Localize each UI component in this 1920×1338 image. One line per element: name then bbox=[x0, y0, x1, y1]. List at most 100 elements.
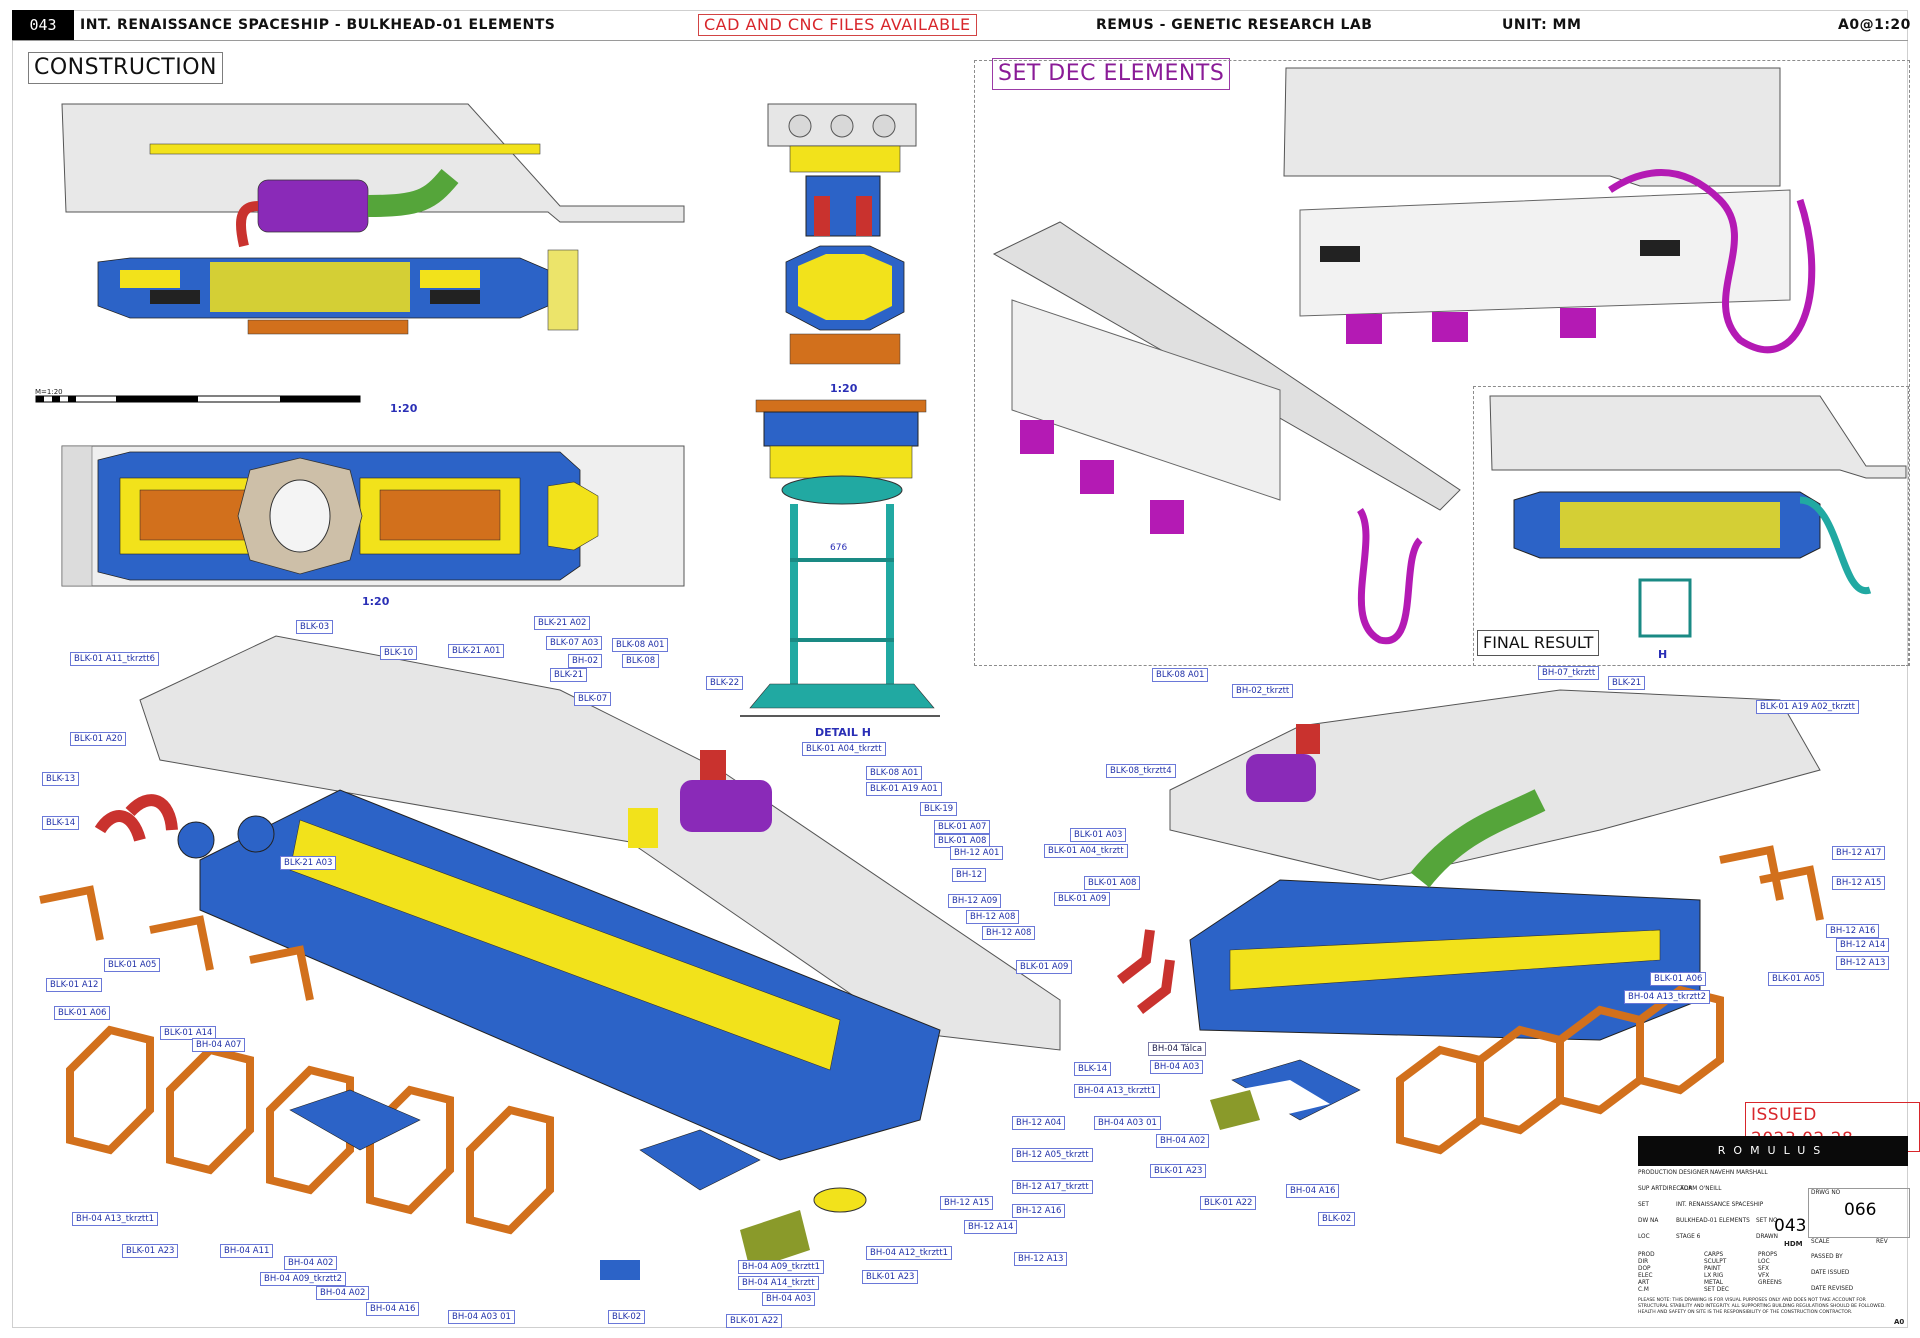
dept-prod: PROD bbox=[1638, 1252, 1655, 1258]
callout-blk-14: BLK-14 bbox=[42, 816, 80, 830]
callout-bh-04-a12-tkrztt1: BH-04 A12_tkrztt1 bbox=[866, 1246, 952, 1260]
dept-metal: METAL bbox=[1704, 1280, 1723, 1286]
callout-bh-12-a01: BH-12 A01 bbox=[950, 846, 1004, 860]
callout-r-blk-01-a08: BLK-01 A08 bbox=[1084, 876, 1141, 890]
title-block: ROMULUS PRODUCTION DESIGNER NAVEHN MARSH… bbox=[1636, 1136, 1910, 1330]
callout-r-bh-12-a16: BH-12 A16 bbox=[1826, 924, 1880, 938]
dept-cm: C.M bbox=[1638, 1287, 1649, 1293]
construction-label: CONSTRUCTION bbox=[28, 52, 223, 84]
callout-blk-22: BLK-22 bbox=[706, 676, 744, 690]
callout-r-blk-01-a03: BLK-01 A03 bbox=[1070, 828, 1127, 842]
set-dec-label: SET DEC ELEMENTS bbox=[992, 58, 1231, 90]
callout-r-bh-02-tkrztt: BH-02_tkrztt bbox=[1232, 684, 1294, 698]
callout-bh-12-a08: BH-12 A08 bbox=[966, 910, 1020, 924]
drawn-label: DRAWN bbox=[1756, 1234, 1778, 1240]
callout-blk-13: BLK-13 bbox=[42, 772, 80, 786]
callout-bh-12-a09: BH-12 A09 bbox=[948, 894, 1002, 908]
dept-greens: GREENS bbox=[1758, 1280, 1782, 1286]
sheet-size: A0 bbox=[1894, 1318, 1905, 1326]
dept-sfx: SFX bbox=[1758, 1266, 1769, 1272]
dimension-676: 676 bbox=[830, 543, 848, 553]
callout-r-blk-01-a23: BLK-01 A23 bbox=[1150, 1164, 1207, 1178]
loc-label: LOC bbox=[1638, 1234, 1650, 1240]
callout-r-bh-04-a16: BH-04 A16 bbox=[1286, 1184, 1340, 1198]
loc-value: STAGE 6 bbox=[1676, 1234, 1701, 1240]
callout-blk-02: BLK-02 bbox=[608, 1310, 646, 1324]
callout-blk-21-a01: BLK-21 A01 bbox=[448, 644, 505, 658]
art-director-label: SUP ARTDIRECTOR bbox=[1638, 1186, 1693, 1192]
dept-lx-rig: LX RIG bbox=[1704, 1273, 1724, 1279]
callout-blk-01-a04-tkrztt: BLK-01 A04_tkrztt bbox=[802, 742, 886, 756]
callout-bh-02: BH-02 bbox=[568, 654, 603, 668]
callout-blk-19: BLK-19 bbox=[920, 802, 958, 816]
callout-blk-07-a03: BLK-07 A03 bbox=[546, 636, 603, 650]
callout-bh-12-a13: BH-12 A13 bbox=[1014, 1252, 1068, 1266]
dept-props: PROPS bbox=[1758, 1252, 1778, 1258]
callout-r-blk-01-a19-a02-tkrztt: BLK-01 A19 A02_tkrztt bbox=[1756, 700, 1859, 714]
callout-bh-04-a13-tkrztt1: BH-04 A13_tkrztt1 bbox=[72, 1212, 158, 1226]
section-marker-h: H bbox=[1658, 648, 1668, 661]
final-result-view bbox=[1489, 395, 1907, 638]
right-exploded-view bbox=[1116, 689, 1824, 1155]
callout-r-blk-01-a06: BLK-01 A06 bbox=[1650, 972, 1707, 986]
dept-loc: LOC bbox=[1758, 1259, 1770, 1265]
drawing-number-box bbox=[1808, 1188, 1910, 1238]
drawing-number-value: 066 bbox=[1844, 1200, 1877, 1220]
callout-r-bh-12-a13: BH-12 A13 bbox=[1836, 956, 1890, 970]
side-elevation-view bbox=[740, 103, 940, 717]
rev-label: REV bbox=[1876, 1239, 1888, 1245]
callout-bh-12-a16: BH-12 A16 bbox=[1012, 1204, 1066, 1218]
callout-blk-01-a20: BLK-01 A20 bbox=[70, 732, 127, 746]
dept-art: ART bbox=[1638, 1280, 1650, 1286]
lab-name: REMUS - GENETIC RESEARCH LAB bbox=[1096, 17, 1373, 33]
callout-r-bh-12-a17: BH-12 A17 bbox=[1832, 846, 1886, 860]
callout-bh-04-a14-tkrztt: BH-04 A14_tkrztt bbox=[738, 1276, 819, 1290]
callout-bh-12-a04: BH-12 A04 bbox=[1012, 1116, 1066, 1130]
scale-bar bbox=[35, 395, 361, 403]
scale-side-elevation: 1:20 bbox=[830, 382, 858, 395]
dept-sculpt: SCULPT bbox=[1704, 1259, 1727, 1265]
callout-r-bh-04-a02: BH-04 A02 bbox=[1156, 1134, 1210, 1148]
callout-bh-04-a02: BH-04 A02 bbox=[284, 1256, 338, 1270]
dept-carps: CARPS bbox=[1704, 1252, 1724, 1258]
title-strip: 043 INT. RENAISSANCE SPACESHIP - BULKHEA… bbox=[12, 10, 1910, 41]
callout-blk-08-a01-b: BLK-08 A01 bbox=[866, 766, 923, 780]
callout-bh-12: BH-12 bbox=[952, 868, 987, 882]
callout-blk-01-a23-b: BLK-01 A23 bbox=[862, 1270, 919, 1284]
callout-r-bh-04-a13-tkrztt2: BH-04 A13_tkrztt2 bbox=[1624, 990, 1710, 1004]
callout-bh-04-a02-b: BH-04 A02 bbox=[316, 1286, 370, 1300]
callout-blk-01-a14: BLK-01 A14 bbox=[160, 1026, 217, 1040]
detail-h-label: DETAIL H bbox=[815, 726, 871, 739]
drawing-name-label: DW NA bbox=[1638, 1218, 1659, 1224]
callout-r-bh-04-talca: BH-04 Tálca bbox=[1148, 1042, 1207, 1056]
scale-front-elevation: 1:20 bbox=[390, 402, 418, 415]
callout-blk-01-a11-tkrztt6: BLK-01 A11_tkrztt6 bbox=[70, 652, 159, 666]
disclaimer-text: PLEASE NOTE: THIS DRAWING IS FOR VISUAL … bbox=[1638, 1298, 1886, 1315]
set-label: SET bbox=[1638, 1202, 1649, 1208]
front-elevation-view bbox=[61, 103, 685, 335]
scale-label: SCALE bbox=[1811, 1239, 1830, 1245]
date-issued-label: DATE ISSUED bbox=[1811, 1270, 1850, 1276]
callout-bh-04-a07: BH-04 A07 bbox=[192, 1038, 246, 1052]
dept-paint: PAINT bbox=[1704, 1266, 1721, 1272]
callout-r-bh-12-a15: BH-12 A15 bbox=[1832, 876, 1886, 890]
final-result-frame bbox=[1473, 386, 1909, 666]
callout-blk-03: BLK-03 bbox=[296, 620, 334, 634]
callout-blk-21-a03: BLK-21 A03 bbox=[280, 856, 337, 870]
production-designer-label: PRODUCTION DESIGNER bbox=[1638, 1170, 1709, 1176]
callout-r-blk-01-a04-tkrztt: BLK-01 A04_tkrztt bbox=[1044, 844, 1128, 858]
callout-r-blk-01-a05: BLK-01 A05 bbox=[1768, 972, 1825, 986]
callout-bh-04-a09-tkrztt1: BH-04 A09_tkrztt1 bbox=[738, 1260, 824, 1274]
callout-r-blk-14: BLK-14 bbox=[1074, 1062, 1112, 1076]
callout-bh-12-a15: BH-12 A15 bbox=[940, 1196, 994, 1210]
set-dec-iso-view bbox=[992, 67, 1816, 645]
dept-elec: ELEC bbox=[1638, 1273, 1653, 1279]
callout-blk-01-a23: BLK-01 A23 bbox=[122, 1244, 179, 1258]
sheet-number: 043 bbox=[12, 10, 74, 40]
unit-label: UNIT: MM bbox=[1502, 17, 1582, 33]
callout-blk-07: BLK-07 bbox=[574, 692, 612, 706]
set-no-label: SET NO bbox=[1756, 1218, 1778, 1224]
callout-blk-10: BLK-10 bbox=[380, 646, 418, 660]
callout-blk-01-a09: BLK-01 A09 bbox=[1016, 960, 1073, 974]
